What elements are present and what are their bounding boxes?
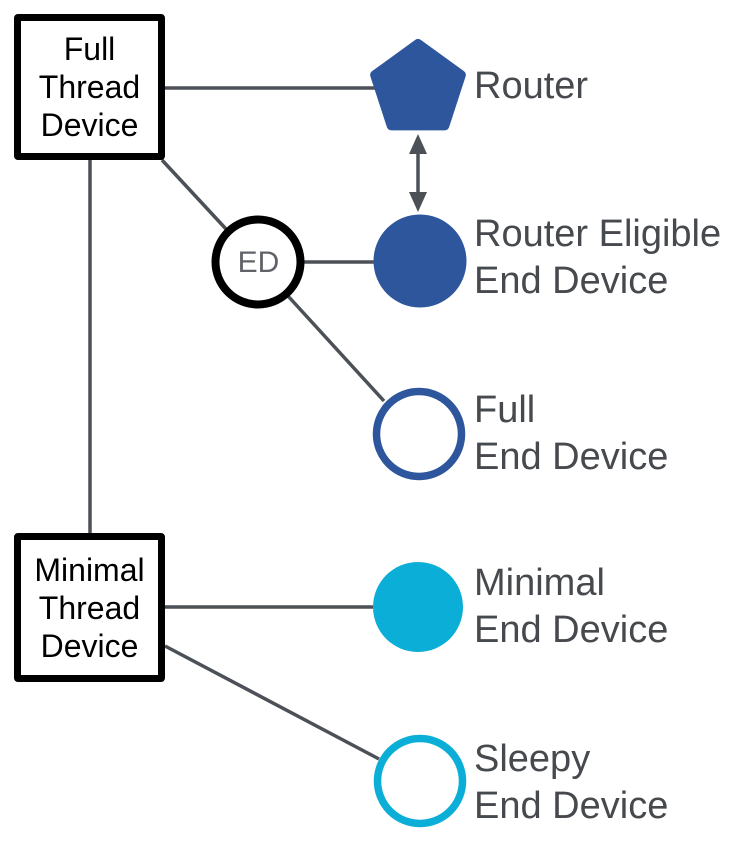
- edge-ed-fed: [286, 294, 386, 403]
- full-thread-device-box: Full Thread Device: [14, 14, 165, 160]
- minimal-thread-device-label-line1: Minimal: [34, 551, 145, 588]
- minimal-end-device-label: Minimal End Device: [474, 560, 668, 654]
- fed-label-line1: Full: [474, 389, 536, 431]
- router-eligible-end-device-label: Router Eligible End Device: [474, 211, 721, 305]
- med-label-line2: End Device: [474, 609, 669, 651]
- router-pentagon-icon: [370, 39, 466, 131]
- full-thread-device-label-line1: Full: [63, 31, 116, 67]
- fed-label-line2: End Device: [474, 436, 669, 478]
- sed-label-line1: Sleepy: [474, 738, 591, 780]
- full-end-device-label: Full End Device: [474, 387, 668, 481]
- reed-label-line1: Router Eligible: [474, 213, 722, 255]
- full-thread-device-label-line3: Device: [40, 107, 139, 143]
- minimal-thread-device-label-line3: Device: [40, 627, 139, 664]
- sed-label-line2: End Device: [474, 785, 669, 827]
- med-label-line1: Minimal: [474, 562, 605, 604]
- sleepy-end-device-label: Sleepy End Device: [474, 736, 668, 830]
- ed-circle: [211, 215, 305, 309]
- full-end-device-icon: [372, 387, 466, 481]
- router-label: Router: [474, 63, 588, 110]
- minimal-thread-device-label-line2: Thread: [38, 589, 141, 626]
- edge-mtd-sed: [164, 644, 380, 761]
- double-arrow-router-reed: [409, 134, 427, 212]
- minimal-end-device-icon: [373, 562, 463, 652]
- sleepy-end-device-icon: [373, 734, 467, 828]
- minimal-thread-device-box: Minimal Thread Device: [14, 533, 165, 682]
- full-thread-device-label-line2: Thread: [38, 69, 141, 105]
- edge-ftd-ed: [160, 158, 228, 231]
- ed-circle-label: ED: [237, 246, 280, 279]
- reed-label-line2: End Device: [474, 260, 669, 302]
- router-eligible-end-device-icon: [373, 214, 467, 308]
- router-label-text: Router: [474, 65, 589, 107]
